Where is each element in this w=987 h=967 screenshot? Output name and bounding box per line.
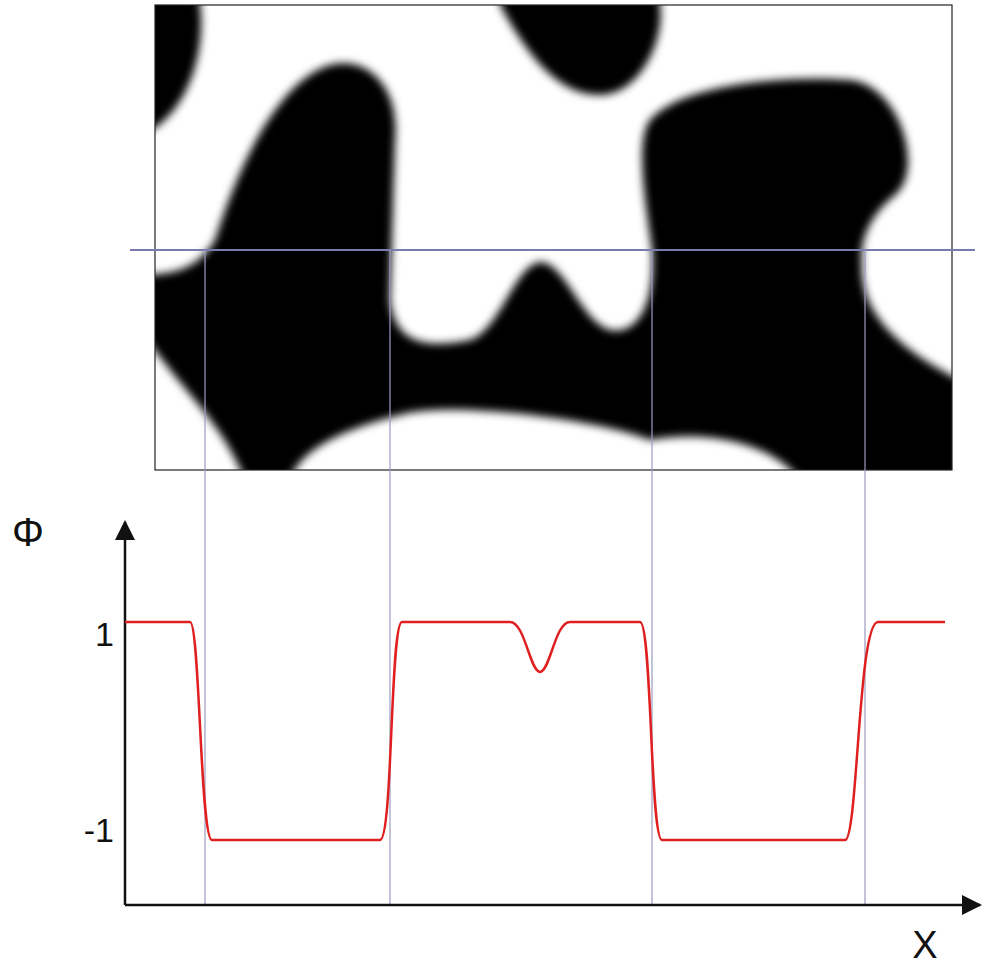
tick-label: -1 — [84, 813, 114, 847]
tick-label: 1 — [95, 617, 114, 651]
guide-lines — [205, 250, 865, 905]
phi-profile — [125, 622, 945, 840]
y-axis — [124, 522, 127, 905]
axis-title: X — [912, 926, 937, 964]
map-frame — [155, 5, 952, 470]
phase-map — [155, 5, 952, 470]
black-phase — [155, 5, 952, 470]
cut-line — [130, 249, 975, 251]
x-axis — [125, 904, 980, 907]
axis-title: Φ — [12, 512, 44, 552]
